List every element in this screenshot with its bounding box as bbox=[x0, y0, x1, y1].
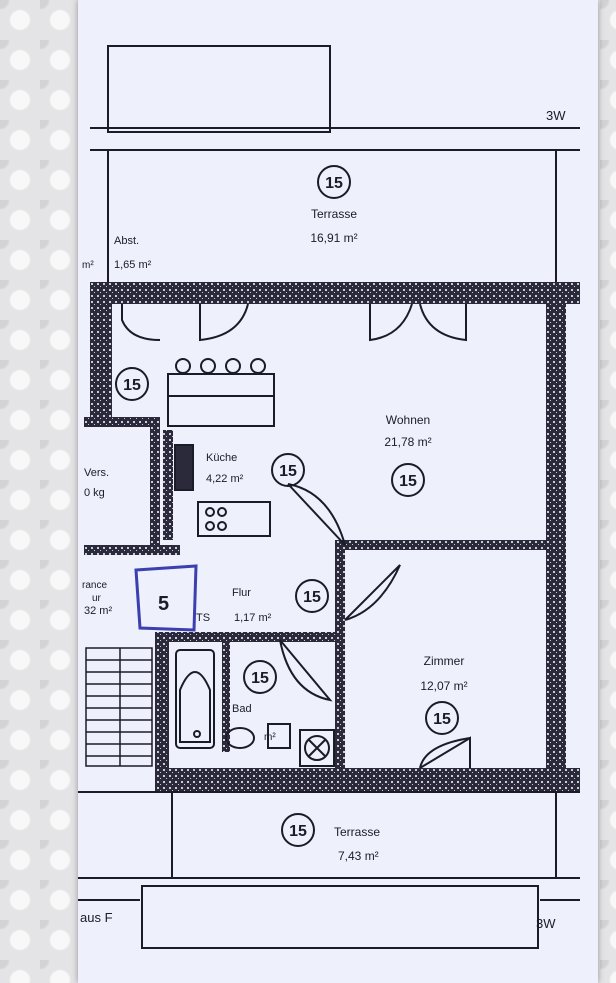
room-flur-name: Flur bbox=[232, 587, 251, 599]
room-abst-prefix: m² bbox=[82, 260, 94, 271]
room-terrasse-bottom-name: Terrasse bbox=[334, 825, 380, 839]
handwritten-marker: 5 bbox=[158, 593, 169, 615]
room-terrasse-bottom-area: 7,43 m² bbox=[338, 849, 379, 863]
room-left-cut-name: rance bbox=[82, 580, 107, 591]
door-zimmer-terrasse bbox=[419, 736, 471, 769]
top-structure bbox=[90, 45, 580, 282]
marker-terrasse-top: 15 bbox=[325, 175, 343, 192]
door-flur-zimmer bbox=[344, 564, 401, 621]
room-terrasse-top-area: 16,91 m² bbox=[310, 231, 357, 245]
label-haus: aus F bbox=[80, 910, 113, 925]
room-left-cut-sub: ur bbox=[92, 593, 102, 604]
bath-fixtures bbox=[175, 649, 335, 767]
handwritten-box bbox=[134, 564, 198, 632]
marker-bad: 15 bbox=[251, 670, 269, 687]
room-kueche-area: 4,22 m² bbox=[206, 473, 244, 485]
kitchen-fixtures bbox=[167, 358, 275, 537]
room-zimmer-name: Zimmer bbox=[424, 654, 465, 668]
marker-terrasse-bottom: 15 bbox=[289, 823, 307, 840]
label-3w-bottom: 3W bbox=[536, 916, 556, 931]
room-left-cut-area: 32 m² bbox=[84, 605, 112, 617]
door-hall-top bbox=[199, 303, 249, 342]
room-abst-area: 1,65 m² bbox=[114, 259, 152, 271]
room-markers bbox=[115, 165, 459, 847]
room-vers-name: Vers. bbox=[84, 467, 109, 479]
room-wohnen-name: Wohnen bbox=[386, 413, 430, 427]
marker-flur: 15 bbox=[303, 589, 321, 606]
room-terrasse-top-name: Terrasse bbox=[311, 207, 357, 221]
room-wohnen-area: 21,78 m² bbox=[384, 435, 431, 449]
room-kueche-name: Küche bbox=[206, 452, 237, 464]
room-zimmer-area: 12,07 m² bbox=[420, 679, 467, 693]
door-wohnen-right bbox=[419, 303, 467, 342]
staircase bbox=[85, 647, 153, 767]
room-vers-area: 0 kg bbox=[84, 487, 105, 499]
room-bad-name: Bad bbox=[232, 703, 252, 715]
marker-abst: 15 bbox=[123, 377, 141, 394]
label-3w-top: 3W bbox=[546, 108, 566, 123]
door-bad bbox=[279, 639, 333, 702]
marker-kueche: 15 bbox=[279, 463, 297, 480]
marker-zimmer: 15 bbox=[433, 711, 451, 728]
doors bbox=[121, 303, 471, 769]
bottom-structure bbox=[78, 791, 580, 949]
marker-wohnen: 15 bbox=[399, 473, 417, 490]
room-flur-area: 1,17 m² bbox=[234, 612, 272, 624]
room-bad-area: m² bbox=[264, 732, 276, 743]
door-abst bbox=[121, 304, 161, 341]
door-kueche-flur bbox=[287, 483, 346, 546]
room-flur-prefix: TS bbox=[196, 612, 210, 624]
door-wohnen-left bbox=[369, 303, 413, 342]
walls bbox=[84, 282, 580, 792]
room-abst-name: Abst. bbox=[114, 235, 139, 247]
